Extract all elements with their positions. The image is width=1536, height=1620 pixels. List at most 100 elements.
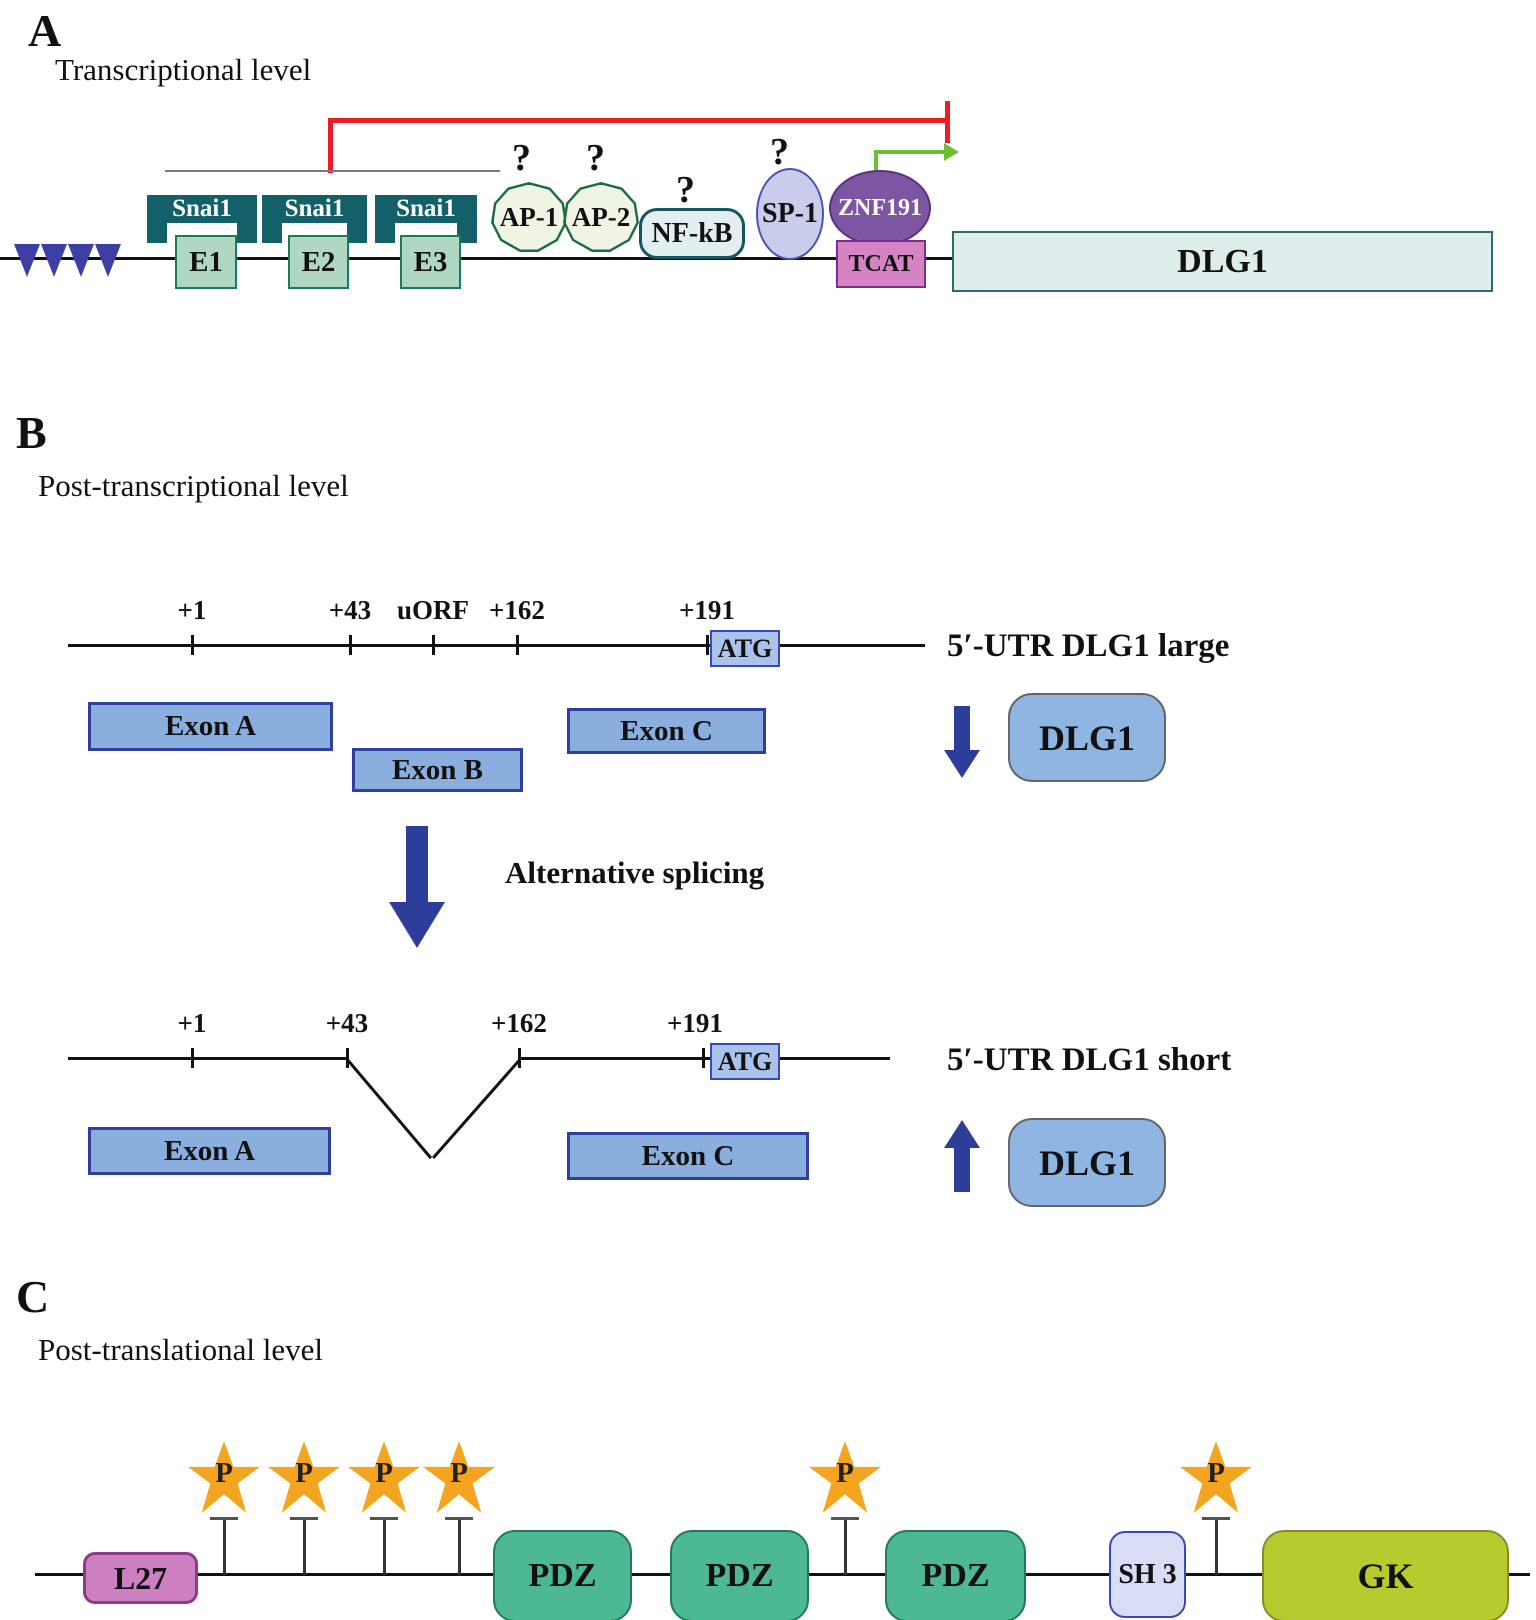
tick-plus162 [516,635,519,655]
phospho-stem [1215,1519,1218,1575]
exon-a-box: Exon A [88,702,333,751]
triangle-marker [68,244,94,277]
phospho-star: P [348,1441,420,1513]
tick-plus191 [706,635,709,655]
snai1-leg [237,223,257,243]
tick-label-plus1-short: +1 [177,1008,207,1038]
tick-plus1 [191,635,194,655]
snai1-label: Snai1 [147,195,257,223]
l27-domain: L27 [83,1552,198,1604]
triangle-marker [14,244,40,277]
ap2-factor: AP-2 [563,182,639,252]
sh3-domain: SH 3 [1109,1531,1186,1618]
pdz-domain-1: PDZ [493,1530,632,1620]
transcription-arrow-horizontal [874,150,946,154]
tcat-element: TCAT [836,240,926,288]
transcription-arrow-head [944,143,959,161]
question-mark: ? [586,137,605,179]
phospho-star: P [423,1441,495,1513]
gk-domain: GK [1262,1530,1509,1620]
tick-label-plus191: +191 [679,595,735,625]
phospho-p-label: P [375,1457,393,1489]
inhibition-line-horizontal [328,118,950,123]
phospho-p-label: P [295,1457,313,1489]
phospho-stem [223,1519,226,1575]
tick-plus191-short [702,1048,705,1068]
tick-label-plus1: +1 [177,595,207,625]
e-box-1: E1 [175,235,237,289]
panel-c-letter: C [16,1271,50,1322]
exon-b-box: Exon B [352,748,523,792]
nfkb-factor: NF-kB [639,208,745,259]
ap2-shape-fill [565,184,637,250]
splicing-arrow-head [389,902,445,948]
phospho-stem [458,1519,461,1575]
alternative-splicing-label: Alternative splicing [505,855,765,890]
phospho-stem-cap [210,1517,238,1520]
exon-a-box-short: Exon A [88,1127,331,1175]
triangle-marker [95,244,121,277]
tick-label-plus43-short: +43 [325,1008,369,1038]
question-mark: ? [676,169,695,211]
snai1-repressor: Snai1 [375,195,477,243]
znf191-factor: ZNF191 [829,170,931,246]
tick-label-plus43: +43 [328,595,372,625]
promoter-dna-line [0,257,952,260]
snai1-leg [147,223,167,243]
e-box-3: E3 [400,235,461,289]
snai1-leg [347,223,367,243]
tick-label-plus162-short: +162 [491,1008,547,1038]
snai1-repressor: Snai1 [147,195,257,243]
utr-large-label: 5′-UTR DLG1 large [947,628,1230,664]
panel-a-letter: A [28,5,62,56]
panel-a-title: Transcriptional level [55,52,312,87]
phospho-star: P [809,1441,881,1513]
transcription-arrow-vertical [874,150,878,173]
snai1-leg [262,223,282,243]
phospho-stem [844,1519,847,1575]
dlg1-protein-box-short: DLG1 [1008,1118,1166,1207]
tick-uorf [432,635,435,655]
phospho-star: P [1180,1441,1252,1513]
sp1-factor: SP-1 [756,168,824,260]
tick-label-uorf: uORF [396,595,469,625]
tick-label-plus162: +162 [489,595,545,625]
snai1-leg [375,223,395,243]
ap2-label: AP-2 [571,201,631,232]
phospho-p-label: P [836,1457,854,1489]
panel-b-letter: B [16,407,47,458]
phospho-stem-cap [290,1517,318,1520]
e-box-2: E2 [288,235,349,289]
snai1-label: Snai1 [262,195,367,223]
exon-c-box-short: Exon C [567,1132,809,1180]
dlg1-protein-box-large: DLG1 [1008,693,1166,782]
ap1-factor: AP-1 [491,182,567,252]
splice-v-left [346,1058,433,1159]
phospho-stem-cap [370,1517,398,1520]
phospho-stem [303,1519,306,1575]
phospho-p-label: P [450,1457,468,1489]
inhibition-line-vertical [328,118,333,173]
dlg1-increase-arrow-head [944,1120,980,1148]
snai1-leg [457,223,477,243]
phospho-p-label: P [215,1457,233,1489]
ap1-shape-fill [493,184,565,250]
phospho-p-label: P [1207,1457,1225,1489]
utr-short-label: 5′-UTR DLG1 short [947,1042,1232,1078]
splicing-arrow-shaft [406,826,428,904]
triangle-marker [41,244,67,277]
inhibition-line-endbar [945,101,950,143]
tick-plus162-short [518,1048,521,1068]
splice-v-right [432,1058,521,1159]
ap1-label: AP-1 [499,201,559,232]
pdz-domain-3: PDZ [885,1530,1026,1620]
snai1-label: Snai1 [375,195,477,223]
exon-c-box: Exon C [567,708,766,754]
pdz-domain-2: PDZ [670,1530,809,1620]
utr-short-line-left [68,1057,349,1060]
phospho-star: P [188,1441,260,1513]
tick-label-plus191-short: +191 [667,1008,723,1038]
dlg1-decrease-arrow-head [944,750,980,778]
panel-c-title: Post-translational level [38,1332,323,1367]
